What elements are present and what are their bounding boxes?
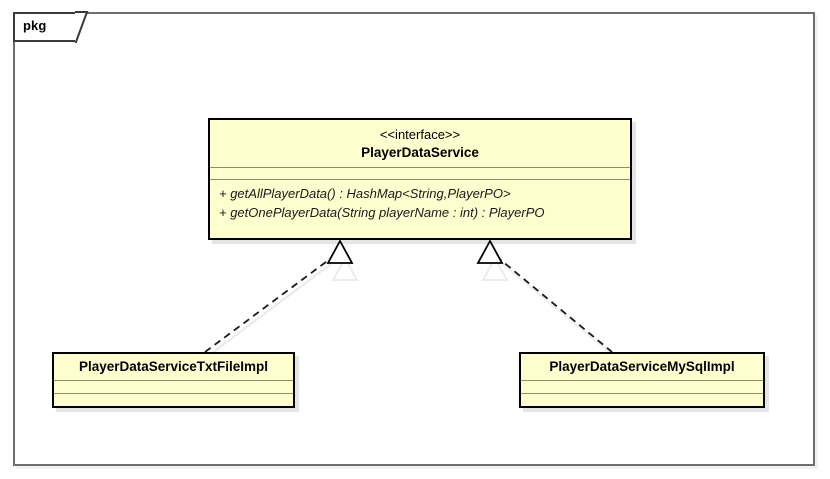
class-name: PlayerDataServiceMySqlImpl (549, 359, 735, 374)
class-attributes-compartment (521, 380, 763, 393)
class-attributes-compartment (54, 380, 293, 393)
interface-method: + getAllPlayerData() : HashMap<String,Pl… (219, 186, 511, 201)
class-playerdataservicetxtfileimpl[interactable]: PlayerDataServiceTxtFileImpl (52, 352, 295, 408)
class-operations-compartment (521, 393, 763, 408)
interface-method: + getOnePlayerData(String playerName : i… (219, 205, 545, 220)
class-playerdataservicemysqlimpl[interactable]: PlayerDataServiceMySqlImpl (519, 352, 765, 408)
interface-attributes-compartment (210, 167, 630, 179)
interface-playerdataservice[interactable]: <<interface>> PlayerDataService + getAll… (208, 118, 632, 240)
package-frame-label: pkg (23, 18, 47, 33)
class-operations-compartment (54, 393, 293, 408)
interface-methods-compartment: + getAllPlayerData() : HashMap<String,Pl… (210, 179, 630, 226)
class-name: PlayerDataServiceTxtFileImpl (78, 359, 269, 374)
package-frame-tab (13, 12, 77, 42)
interface-name: PlayerDataService (361, 145, 479, 160)
interface-stereotype: <<interface>> (379, 127, 461, 142)
interface-header: <<interface>> PlayerDataService (210, 120, 630, 167)
